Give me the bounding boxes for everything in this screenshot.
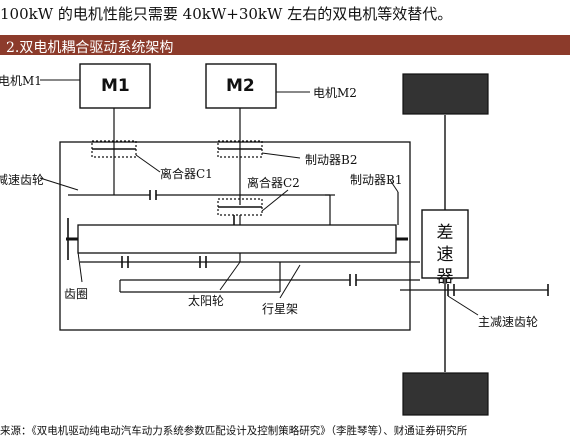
label-clutch-c1: 离合器C1 [160, 167, 213, 181]
label-sun-gear: 太阳轮 [188, 294, 225, 308]
label-planet-carrier: 行星架 [262, 302, 299, 316]
wheel-bottom [402, 372, 489, 416]
label-motor-m1: 电机M1 [0, 74, 42, 88]
planetary-gear-body [77, 224, 397, 254]
label-brake-b2: 制动器B2 [305, 153, 358, 167]
figure-title-bar [0, 35, 570, 55]
motor-m2-box [205, 63, 277, 109]
motor-m1-box [79, 63, 151, 109]
drive-system-diagram [39, 63, 549, 416]
label-differential: 差速器 [436, 223, 454, 287]
intro-text: 100kW 的电机性能只需要 40kW+30kW 左右的双电机等效替代。 [0, 5, 453, 23]
label-clutch-c2: 离合器C2 [247, 176, 300, 190]
housing-frame [59, 141, 411, 331]
motor-m1-box-label: M1 [101, 76, 130, 96]
label-brake-b1: 制动器B1 [350, 173, 403, 187]
label-main-reduction-gear: 主减速齿轮 [478, 315, 539, 329]
label-motor-m2: 电机M2 [313, 86, 357, 100]
wheel-top [402, 73, 489, 115]
source-note: 来源：《双电机驱动纯电动汽车动力系统参数匹配设计及控制策略研究》（李胜琴等）、财… [0, 425, 468, 437]
label-ring-gear: 齿圈 [64, 287, 89, 301]
motor-m2-box-label: M2 [226, 76, 255, 96]
label-reduction-gear: 减速齿轮 [0, 173, 45, 187]
figure-title: 2.双电机耦合驱动系统架构 [6, 40, 174, 56]
